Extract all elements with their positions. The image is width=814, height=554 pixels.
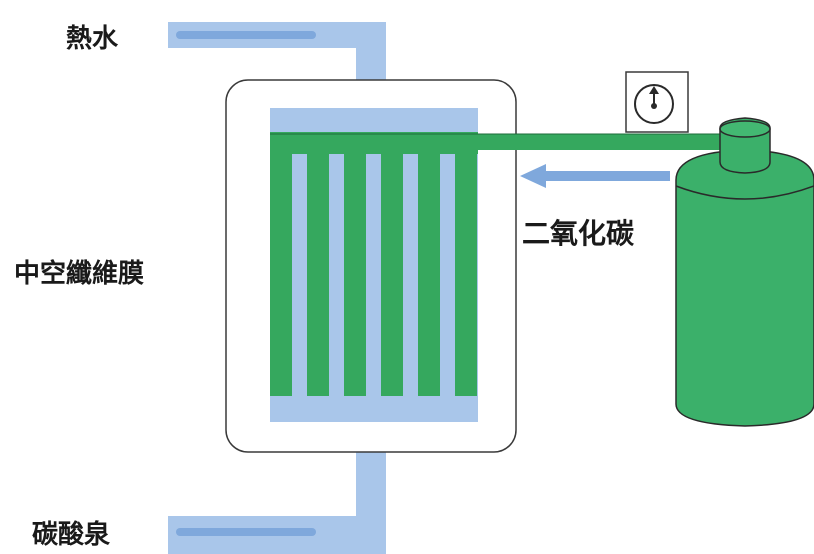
outlet-flow-arrow [176,528,316,536]
membrane-module-body [270,108,478,422]
co2-label: 二氧化碳 [522,217,635,250]
carbonated-spring-label: 碳酸泉 [32,519,111,550]
hollow-fiber [270,132,292,396]
inlet-flow-arrow [176,31,316,39]
co2-flow-arrow [520,164,670,188]
hollow-fiber [307,132,329,396]
membrane-bottom-plate [270,396,478,422]
hot-water-inlet-pipe [168,22,386,114]
hollow-fiber [344,132,366,396]
hot-water-label: 熱水 [66,24,119,54]
hollow-fiber [381,132,403,396]
pressure-gauge-icon [625,71,689,133]
hollow-fiber-membrane-module [270,108,478,422]
hollow-fibers [270,132,477,396]
membrane-label: 中空纖維膜 [14,258,144,289]
hollow-fiber [418,132,440,396]
hollow-fiber [455,132,477,396]
co2-supply-pipe [270,134,730,150]
gas-cylinder-icon [675,117,814,427]
